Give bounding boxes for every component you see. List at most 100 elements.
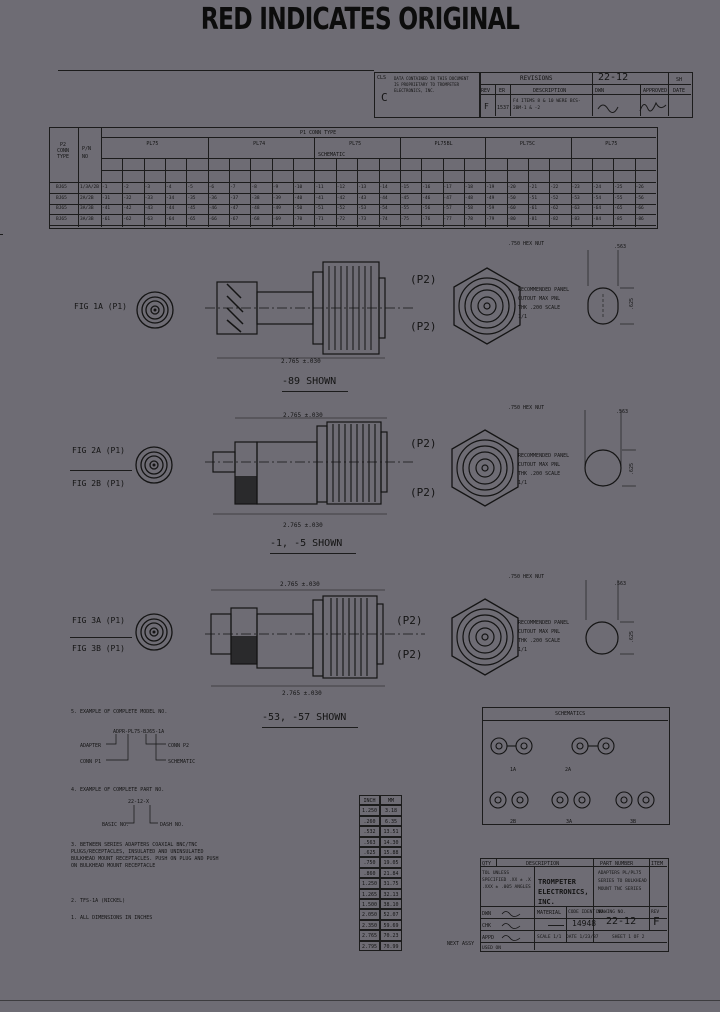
conn-pno-header: P/N NO	[82, 146, 92, 160]
fig2-p2-top: (P2)	[410, 437, 437, 450]
title-appd: APPD	[482, 935, 495, 941]
conn-group-label: PL75C	[519, 141, 535, 147]
rev-col-approved: APPROVED	[643, 88, 668, 94]
conn-row-cell: -18	[464, 185, 474, 190]
conn-cell-divider	[293, 158, 295, 227]
mm-cell: 15.88	[380, 847, 402, 858]
mm-cell: 31.75	[380, 878, 402, 889]
mm-cell: 70.99	[380, 940, 402, 951]
conn-cell-divider	[613, 158, 615, 227]
fig2-cutout-dim-h: .563	[616, 409, 629, 415]
conn-row-cell: -51	[528, 195, 538, 201]
fig3-side-view	[205, 589, 425, 687]
conn-cell-divider	[421, 158, 423, 227]
fig1-hex-nut	[453, 267, 521, 345]
schematics-title: SCHEMATICS	[555, 711, 586, 717]
conn-row-cell: -66	[635, 206, 644, 211]
conn-row-cell: -62	[550, 206, 559, 211]
inch-cell: .860	[359, 867, 380, 879]
rev-line	[479, 94, 691, 95]
title-line	[534, 866, 535, 950]
fig2-hex-nut	[451, 429, 519, 507]
conn-cell-divider	[250, 158, 252, 227]
conn-row-cell: -57	[443, 206, 452, 211]
note-3: 3. BETWEEN SERIES ADAPTERS COAXIAL BNC/T…	[71, 842, 219, 869]
conn-row-cell: -41	[315, 195, 324, 201]
conn-row-cell: -40	[294, 195, 303, 201]
conn-group-label: PL74	[253, 141, 266, 147]
rev-line	[668, 72, 669, 116]
title-line	[649, 858, 650, 930]
schematic-3a: 3A	[566, 819, 573, 825]
conn-row-cell: -86	[635, 216, 644, 222]
fig3-hex-label: .750 HEX NUT	[508, 574, 545, 580]
conn-row-cell: -67	[230, 216, 239, 222]
fig3a-label: FIG 3A (P1)	[72, 616, 125, 625]
conn-row-cell: -52	[336, 206, 345, 211]
conn-group-sub: SCHEMATIC	[318, 152, 346, 158]
conn-p2-header-l1: P2	[59, 142, 67, 148]
mm-cell: 6.35	[380, 815, 402, 827]
title-next-assy: NEXT ASSY	[447, 941, 475, 947]
conn-row-p2: BJ65	[56, 216, 67, 222]
conn-cell-divider	[186, 158, 188, 227]
inch-cell: 1.250	[359, 878, 380, 889]
fig3-p2-top: (P2)	[396, 614, 423, 627]
fig2-frame	[70, 470, 132, 471]
conn-row-cell: -34	[166, 195, 175, 201]
conn-row-cell: -55	[614, 195, 623, 201]
fig3-length-dim-bottom: 2.765 ±.030	[282, 690, 322, 697]
inch-cell: .625	[359, 847, 380, 858]
revisions-dwg-no: 22-12	[598, 72, 629, 83]
mm-cell: 59.69	[380, 919, 402, 931]
conn-row-cell: -68	[251, 216, 260, 222]
conn-row-cell: -23	[571, 185, 580, 190]
conn-row-cell: -47	[443, 195, 452, 201]
conn-row-cell: -41	[102, 206, 111, 211]
fig1-hex-label: .750 HEX NUT	[508, 241, 545, 247]
conn-row-cell: -43	[144, 206, 153, 211]
conn-row-cell: -24	[592, 185, 602, 190]
note-5: 5. EXAMPLE OF COMPLETE MODEL NO.	[71, 709, 168, 715]
schematics-drawings	[489, 737, 655, 809]
conn-row-cell: -8	[251, 185, 257, 190]
inch-cell: .750	[359, 857, 380, 868]
inch-cell: 2.765	[359, 930, 380, 941]
inch-cell: 2.795	[359, 940, 380, 951]
title-dwn: DWN	[482, 911, 492, 917]
classification-box	[374, 72, 481, 118]
fig1-end-view	[136, 291, 174, 329]
fig1-length-dim: 2.765 ±.030	[281, 358, 321, 365]
conn-cell-divider	[463, 158, 465, 227]
rev-col-desc: DESCRIPTION	[533, 88, 567, 94]
conn-group-title: P1 CONN TYPE	[300, 130, 337, 136]
conn-row-cell: -64	[592, 206, 602, 211]
conn-row-cell: -25	[614, 185, 623, 190]
schematic-1a: 1A	[510, 767, 517, 773]
classification-letter: C	[381, 91, 388, 104]
note-2: 2. TFS-1A (NICKEL)	[71, 898, 126, 904]
conn-row-p2: BJ65	[56, 195, 67, 201]
conn-cell-divider	[442, 158, 444, 227]
fig2-p2-bottom: (P2)	[410, 486, 437, 499]
title-line	[480, 906, 667, 907]
conn-row-cell: -45	[400, 195, 409, 201]
conn-row-line	[49, 193, 656, 194]
mm-cell: 13.51	[380, 826, 402, 837]
conn-row-cell: -36	[208, 195, 217, 201]
conn-row-cell: -53	[358, 206, 367, 211]
fig1-shown: -89 SHOWN	[282, 376, 337, 387]
fig3-hex-nut	[451, 598, 519, 676]
fig2b-label: FIG 2B (P1)	[72, 479, 125, 488]
title-col-pn: PART NUMBER	[600, 861, 634, 867]
conn-row-cell: -46	[208, 206, 217, 211]
fig2-shown-underline	[270, 553, 356, 554]
title-description: ADAPTERS PL/PL75 SERIES TO BULKHEAD MOUN…	[598, 871, 647, 892]
rev-col-rev: REV	[481, 88, 491, 94]
title-code-ident-label: CODE IDENT NO.	[568, 910, 606, 915]
conn-row-cell: -2	[123, 185, 129, 190]
fig3-shown-underline	[262, 727, 358, 728]
fig2-panel-cutout	[584, 410, 636, 487]
conn-row-cell: -79	[486, 216, 495, 222]
fig3-shown: -53, -57 SHOWN	[262, 712, 347, 723]
